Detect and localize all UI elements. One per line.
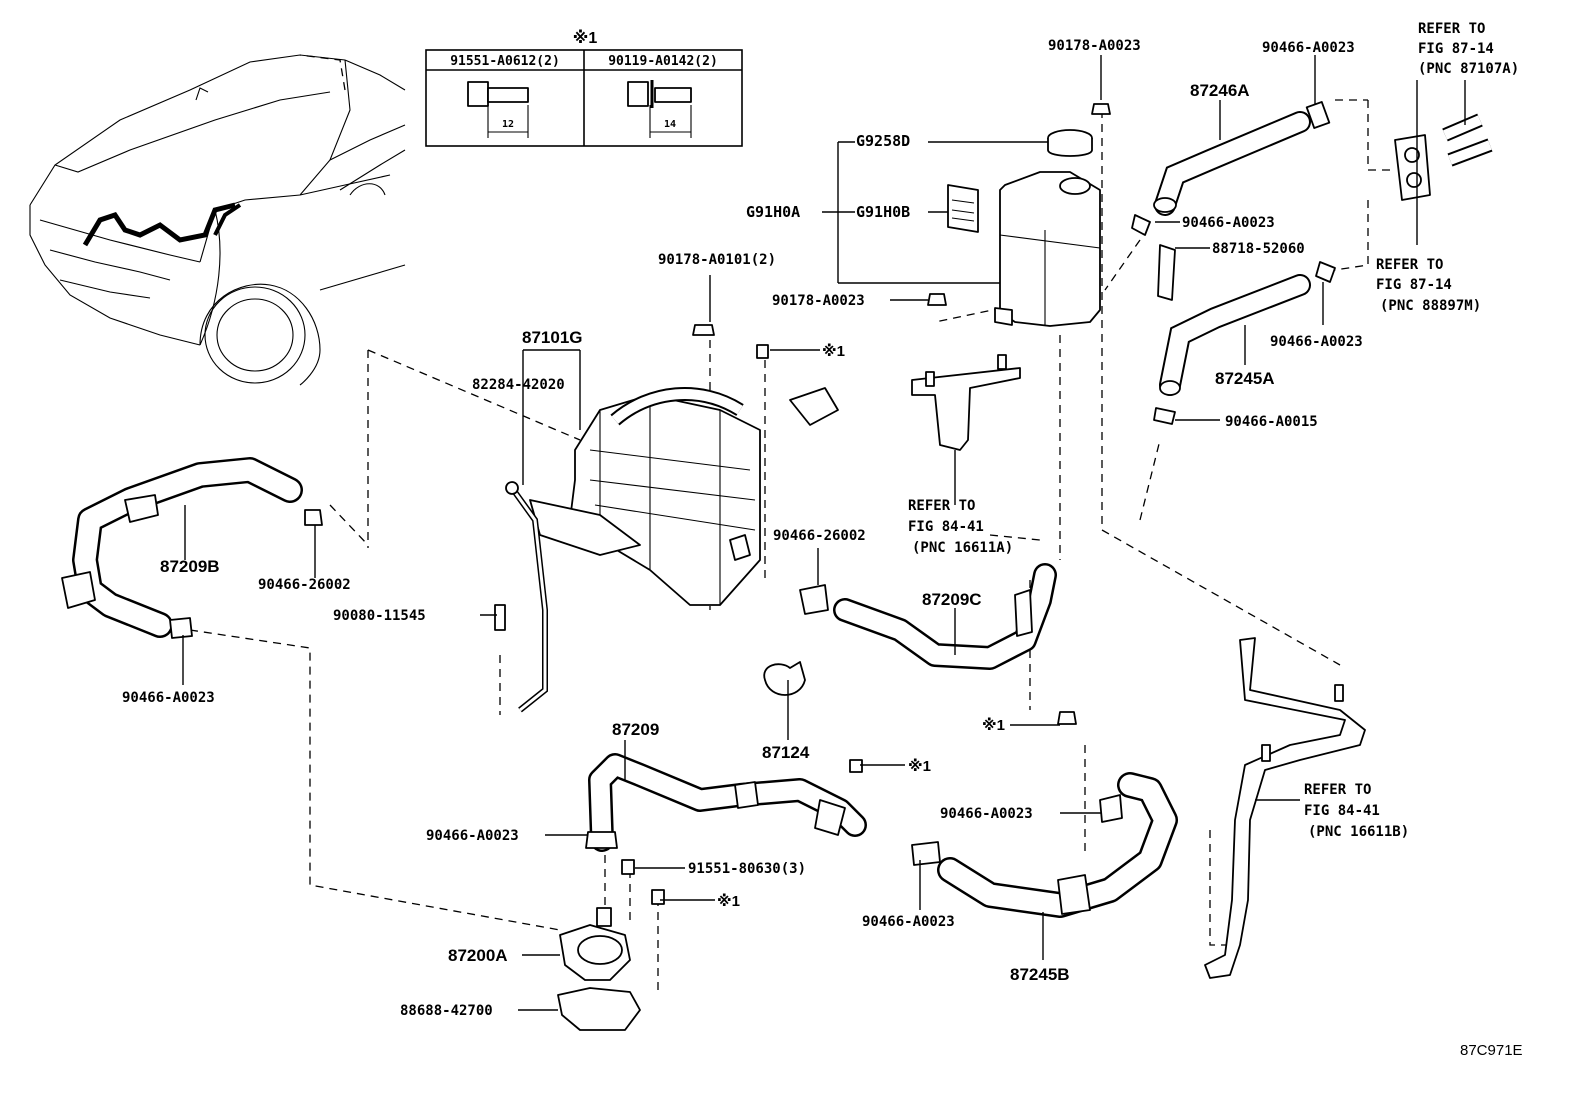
label-90178-A0023-top: 90178-A0023 [1048,38,1141,54]
grommet-refer [1394,113,1493,201]
hose-87209B [61,457,323,639]
note-mark-4: ※1 [717,892,740,910]
label-87246A: 87246A [1190,81,1250,100]
label-87245B: 87245B [1010,965,1070,984]
refer-1-line-1: REFER TO [1418,21,1485,37]
label-87209C: 87209C [922,590,982,609]
label-90466-26002-left: 90466-26002 [258,577,351,593]
note-mark-3: ※1 [908,757,931,775]
refer-3-line-1: REFER TO [908,498,975,514]
hose-87209 [585,753,867,852]
refer-2-line-2: FIG 87-14 [1376,277,1452,293]
label-90466-A0015: 90466-A0015 [1225,414,1318,430]
label-82284-42020: 82284-42020 [472,377,565,393]
dashed-guides [189,54,1392,995]
refer-4-line-1: REFER TO [1304,782,1371,798]
label-88688-42700: 88688-42700 [400,1003,493,1019]
label-87124: 87124 [762,743,810,762]
table-col-1-part: 91551-A0612(2) [450,54,560,69]
label-87209B: 87209B [160,557,220,576]
label-90466-26002-right: 90466-26002 [773,528,866,544]
reservoir-tank [927,103,1111,327]
refer-to-1: REFER TO FIG 87-14 (PNC 87107A) [1418,21,1519,77]
refer-1-line-2: FIG 87-14 [1418,41,1494,57]
refer-to-2: REFER TO FIG 87-14 (PNC 88897M) [1376,257,1481,314]
note-mark-1: ※1 [822,342,845,360]
refer-3-line-3: (PNC 16611A) [912,540,1013,556]
inverter-assembly [494,324,839,713]
refer-4-line-3: (PNC 16611B) [1308,824,1409,840]
label-90466-A0023-r2: 90466-A0023 [1270,334,1363,350]
hose-87209C [799,563,1077,725]
note-mark-2: ※1 [982,716,1005,734]
clamp-87124 [763,661,806,696]
refer-2-line-3: (PNC 88897M) [1380,298,1481,314]
table-note-mark: ※1 [573,29,598,47]
label-G9258D: G9258D [856,132,910,150]
refer-to-4: REFER TO FIG 84-41 (PNC 16611B) [1304,782,1409,840]
label-90466-A0023-pump: 90466-A0023 [426,828,519,844]
label-90466-A0023-left: 90466-A0023 [122,690,215,706]
label-90080-11545: 90080-11545 [333,608,426,624]
label-90466-A0023-br: 90466-A0023 [940,806,1033,822]
table-col-1-dim: 12 [502,119,514,130]
label-G91H0A: G91H0A [746,203,800,221]
label-G91H0B: G91H0B [856,203,910,221]
part-labels: 90178-A0023 90466-A0023 87246A G9258D G9… [122,38,1363,1019]
label-90466-A0023-top: 90466-A0023 [1262,40,1355,56]
refer-4-line-2: FIG 84-41 [1304,803,1380,819]
hose-87245A [1153,244,1336,425]
table-col-2-part: 90119-A0142(2) [608,54,718,69]
refer-1-line-3: (PNC 87107A) [1418,61,1519,77]
label-91551-80630: 91551-80630(3) [688,861,806,877]
hose-87246A [1131,101,1331,236]
bracket-16611B [1204,637,1366,979]
note-marks: ※1 ※1 ※1 ※1 [717,342,1005,910]
bracket-16611A [911,354,1021,451]
water-pump-87200A [557,859,665,1031]
label-90178-A0101: 90178-A0101(2) [658,252,776,268]
refer-3-line-2: FIG 84-41 [908,519,984,535]
bolt-spec-table: ※1 91551-A0612(2) 90119-A0142(2) 12 14 [425,29,743,147]
label-87209: 87209 [612,720,659,739]
label-90466-A0023-r1: 90466-A0023 [1182,215,1275,231]
label-90466-A0023-bc: 90466-A0023 [862,914,955,930]
label-87245A: 87245A [1215,369,1275,388]
label-90178-A0023-mid: 90178-A0023 [772,293,865,309]
table-col-2-dim: 14 [664,119,676,130]
label-87101G: 87101G [522,328,583,347]
label-87200A: 87200A [448,946,508,965]
leader-lines [182,55,1466,1011]
refer-to-3: REFER TO FIG 84-41 (PNC 16611A) [908,498,1013,556]
refer-2-line-1: REFER TO [1376,257,1443,273]
vehicle-outline [29,54,406,386]
label-88718-52060: 88718-52060 [1212,241,1305,257]
hose-87245B [911,772,1178,918]
figure-id: 87C971E [1460,1042,1523,1059]
